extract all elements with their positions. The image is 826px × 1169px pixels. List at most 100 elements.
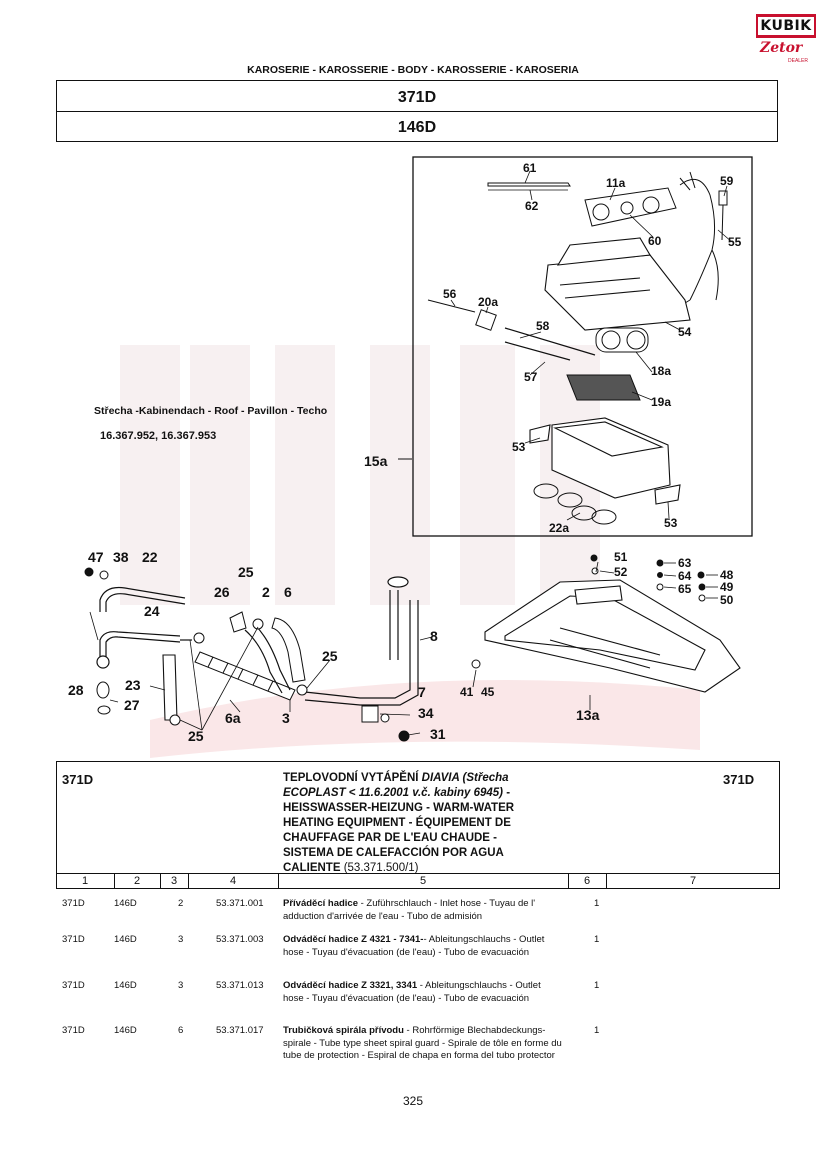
exploded-parts-diagram: 61 62 11a 59 60 55 56 20a 58 54 57 18a 1… bbox=[68, 156, 753, 758]
code-divider bbox=[57, 111, 777, 112]
row-part-number: 53.371.013 bbox=[216, 980, 264, 991]
callout: 61 bbox=[523, 161, 537, 175]
callout: 7 bbox=[418, 684, 426, 700]
callout: 64 bbox=[678, 569, 692, 583]
column-header: 1 2 3 4 5 6 7 bbox=[56, 873, 780, 889]
callout: 57 bbox=[524, 370, 538, 384]
callout: 52 bbox=[614, 565, 628, 579]
callout-labels: 61 62 11a 59 60 55 56 20a 58 54 57 18a 1… bbox=[68, 161, 742, 744]
callout: 31 bbox=[430, 726, 446, 742]
col-divider bbox=[160, 873, 161, 889]
callout: 13a bbox=[576, 707, 600, 723]
row-part-name: Příváděcí hadice bbox=[283, 898, 358, 909]
desc-line1: TEPLOVODNÍ VYTÁPĚNÍ bbox=[283, 772, 419, 784]
small-fasteners bbox=[84, 567, 308, 726]
callout: 6a bbox=[225, 710, 241, 726]
callout: 19a bbox=[651, 395, 671, 409]
col-header: 4 bbox=[229, 875, 237, 887]
heat-exchanger bbox=[566, 374, 641, 401]
callout: 25 bbox=[238, 564, 254, 580]
row-position: 6 bbox=[178, 1025, 184, 1036]
desc-line6: SISTEMA DE CALEFACCIÓN POR AGUA bbox=[283, 847, 504, 859]
desc-line5: CHAUFFAGE PAR DE L'EAU CHAUDE - bbox=[283, 832, 497, 844]
row-group: 371D bbox=[62, 1025, 85, 1036]
callout: 6 bbox=[284, 584, 292, 600]
callout: 28 bbox=[68, 682, 84, 698]
valve-and-screw bbox=[427, 299, 497, 331]
callout: 62 bbox=[525, 199, 539, 213]
assembly-description: TEPLOVODNÍ VYTÁPĚNÍ DIAVIA (Střecha ECOP… bbox=[283, 771, 583, 876]
callout: 63 bbox=[678, 556, 692, 570]
callout: 23 bbox=[125, 677, 141, 693]
col-divider bbox=[606, 873, 607, 889]
row-part-name: Odváděcí hadice Z 3321, 3341 bbox=[283, 980, 418, 991]
callout: 20a bbox=[478, 295, 498, 309]
row-description: Trubičková spirála přívodu - Rohrförmige… bbox=[283, 1025, 563, 1063]
row-part-desc: - Ableitungschlauchs - Outlet hose - Tuy… bbox=[283, 934, 545, 958]
col-divider bbox=[278, 873, 279, 889]
row-subgroup: 146D bbox=[114, 898, 137, 909]
col-header: 5 bbox=[419, 875, 427, 887]
col-divider bbox=[114, 873, 115, 889]
row-group: 371D bbox=[62, 980, 85, 991]
frame-bolts bbox=[471, 554, 706, 669]
row-position: 3 bbox=[178, 980, 184, 991]
row-quantity: 1 bbox=[594, 1025, 600, 1036]
desc-line3: HEISSWASSER-HEIZUNG - WARM-WATER bbox=[283, 802, 515, 814]
callout: 45 bbox=[481, 685, 495, 699]
dealer-logo: KUBIK Zetor DEALER bbox=[756, 14, 816, 64]
col-divider bbox=[188, 873, 189, 889]
callout: 59 bbox=[720, 174, 734, 188]
callout: 27 bbox=[124, 697, 140, 713]
row-description: Odváděcí hadice Z 3321, 3341 - Ableitung… bbox=[283, 980, 563, 1005]
callout: 50 bbox=[720, 593, 734, 607]
heater-tray bbox=[529, 417, 681, 505]
page-number: 325 bbox=[402, 1094, 424, 1108]
callout: 51 bbox=[614, 550, 628, 564]
roof-part-numbers: 16.367.952, 16.367.953 bbox=[100, 430, 217, 442]
callout: 26 bbox=[214, 584, 230, 600]
logo-frame: KUBIK bbox=[756, 14, 816, 38]
logo-brand: KUBIK bbox=[758, 17, 814, 35]
callout: 25 bbox=[188, 728, 204, 744]
row-description: Příváděcí hadice - Zuführschlauch - Inle… bbox=[283, 898, 563, 923]
callout: 22 bbox=[142, 549, 158, 565]
desc-group-code-right: 371D bbox=[723, 772, 755, 787]
row-position: 2 bbox=[178, 898, 184, 909]
callout: 8 bbox=[430, 628, 438, 644]
leader-lines bbox=[89, 170, 733, 736]
inlet-outlet-hoses bbox=[244, 576, 419, 706]
row-subgroup: 146D bbox=[114, 980, 137, 991]
desc-line7-ref: (53.371.500/1) bbox=[343, 862, 419, 874]
callout: 55 bbox=[728, 235, 742, 249]
desc-line2: ECOPLAST < 11.6.2001 v.č. kabiny 6945) bbox=[283, 787, 504, 799]
desc-line4: HEATING EQUIPMENT - ÉQUIPEMENT DE bbox=[283, 817, 511, 829]
heater-mounting-frame bbox=[484, 579, 741, 693]
col-divider bbox=[568, 873, 569, 889]
row-part-number: 53.371.017 bbox=[216, 1025, 264, 1036]
category-title: KAROSERIE - KAROSSERIE - BODY - KAROSSER… bbox=[247, 64, 579, 76]
connecting-rods bbox=[504, 327, 596, 361]
callout: 53 bbox=[512, 440, 526, 454]
callout: 24 bbox=[144, 603, 160, 619]
seal-rings bbox=[533, 483, 617, 525]
row-subgroup: 146D bbox=[114, 934, 137, 945]
callout: 22a bbox=[549, 521, 569, 535]
row-part-desc: - Rohrförmige Blechabdeckungs-spirale - … bbox=[283, 1025, 562, 1061]
desc-line7: CALIENTE bbox=[283, 862, 341, 874]
row-subgroup: 146D bbox=[114, 1025, 137, 1036]
callout: 60 bbox=[648, 234, 662, 248]
control-panel bbox=[584, 187, 677, 227]
row-position: 3 bbox=[178, 934, 184, 945]
elbow-fitting-26 bbox=[229, 611, 247, 633]
col-header: 3 bbox=[170, 875, 178, 887]
bracket-7 bbox=[361, 705, 410, 742]
row-part-name: Odváděcí hadice Z 4321 - 7341- bbox=[283, 934, 424, 945]
logo-tag: DEALER bbox=[788, 58, 809, 64]
group-code-box: 371D 146D bbox=[56, 80, 778, 142]
row-quantity: 1 bbox=[594, 980, 600, 991]
roof-label: Střecha -Kabinendach - Roof - Pavillon -… bbox=[94, 405, 328, 417]
desc-line2-suffix: - bbox=[503, 787, 511, 799]
roof-kit-frame bbox=[412, 156, 753, 537]
row-description: Odváděcí hadice Z 4321 - 7341-- Ableitun… bbox=[283, 934, 563, 959]
